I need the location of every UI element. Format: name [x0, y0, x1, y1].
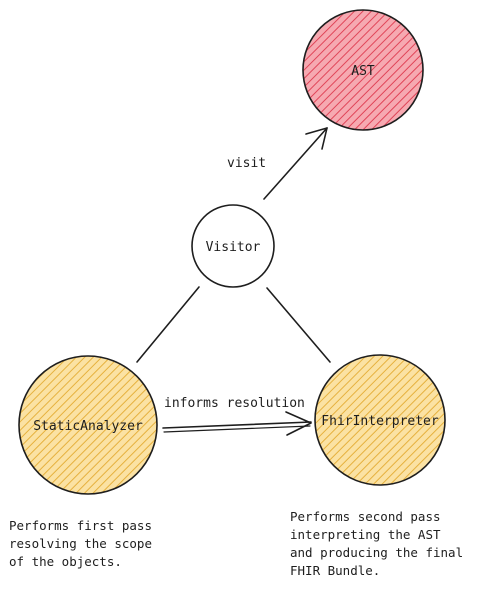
node-static-analyzer-label: StaticAnalyzer — [33, 419, 143, 434]
edge-label-visit: visit — [227, 156, 266, 171]
node-visitor-label: Visitor — [206, 240, 261, 255]
edge-static-to-fhir — [162, 411, 312, 436]
arrowhead-icon — [305, 127, 328, 150]
arrowhead-icon — [285, 411, 312, 436]
edge-visitor-to-static-analyzer — [136, 286, 200, 363]
node-fhir-interpreter[interactable]: FhirInterpreter — [314, 354, 446, 486]
edge-visitor-to-fhir-interpreter — [266, 287, 331, 363]
note-fhir-interpreter: Performs second pass interpreting the AS… — [290, 509, 464, 578]
node-fhir-interpreter-label: FhirInterpreter — [321, 414, 439, 429]
edge-label-informs-resolution: informs resolution — [164, 396, 305, 411]
note-static-analyzer: Performs first pass resolving the scope … — [9, 518, 152, 569]
edge-visitor-to-ast — [263, 127, 328, 200]
node-ast-label: AST — [351, 64, 375, 79]
node-visitor[interactable]: Visitor — [191, 204, 275, 288]
node-ast[interactable]: AST — [302, 9, 424, 131]
node-static-analyzer[interactable]: StaticAnalyzer — [18, 355, 158, 495]
